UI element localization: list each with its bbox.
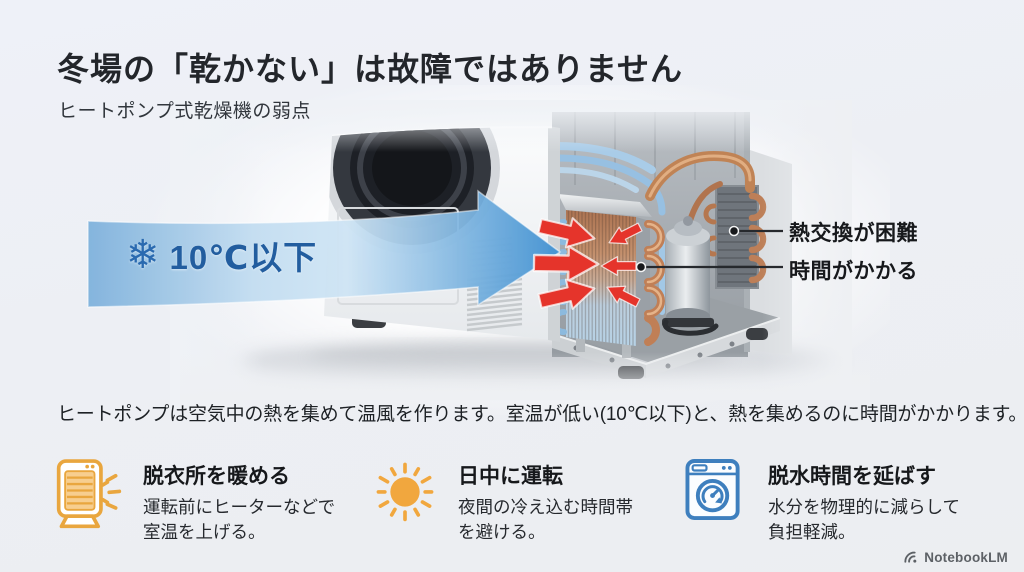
cold-air-label: ❄ 10℃以下 xyxy=(126,231,317,279)
tip-daytime-run: 日中に運転 夜間の冷え込む時間帯 を避ける。 xyxy=(372,458,633,546)
tip-description: 運転前にヒーターなどで 室温を上げる。 xyxy=(143,497,336,543)
explanation-text: ヒートポンプは空気中の熱を集めて温風を作ります。室温が低い(10℃以下)と、熱を… xyxy=(57,404,1024,425)
washer-spin-icon xyxy=(685,459,740,521)
temperature-label: 10℃以下 xyxy=(169,239,318,276)
callout-takes-time: 時間がかかる xyxy=(789,260,918,283)
tip-description: 夜間の冷え込む時間帯 を避ける。 xyxy=(458,497,633,543)
compressor xyxy=(659,216,719,336)
tip-text: 日中に運転 夜間の冷え込む時間帯 を避ける。 xyxy=(458,458,633,546)
tip-title: 日中に運転 xyxy=(458,465,563,488)
snowflake-icon: ❄ xyxy=(126,233,160,277)
tip-description: 水分を物理的に減らして 負担軽減。 xyxy=(768,497,960,543)
tip-extend-spin: 脱水時間を延ばす 水分を物理的に減らして 負担軽減。 xyxy=(684,458,960,546)
page-title: 冬場の「乾かない」は故障ではありません xyxy=(57,51,684,87)
tip-text: 脱衣所を暖める 運転前にヒーターなどで 室温を上げる。 xyxy=(143,458,335,546)
tip-title: 脱水時間を延ばす xyxy=(768,465,936,488)
notebooklm-logo-icon xyxy=(904,551,917,563)
notebooklm-watermark: NotebookLM xyxy=(903,550,1008,565)
callout-connectors xyxy=(635,225,783,273)
heater-icon xyxy=(56,459,122,529)
tip-warm-room: 脱衣所を暖める 運転前にヒーターなどで 室温を上げる。 xyxy=(55,458,335,546)
cold-air-arrow xyxy=(87,189,562,308)
tip-title: 脱衣所を暖める xyxy=(143,465,290,488)
sun-icon xyxy=(376,462,434,522)
watermark-label: NotebookLM xyxy=(924,550,1008,565)
tip-text: 脱水時間を延ばす 水分を物理的に減らして 負担軽減。 xyxy=(768,458,960,546)
callout-heat-exchange: 熱交換が困難 xyxy=(789,222,918,245)
page-subtitle: ヒートポンプ式乾燥機の弱点 xyxy=(58,101,311,122)
